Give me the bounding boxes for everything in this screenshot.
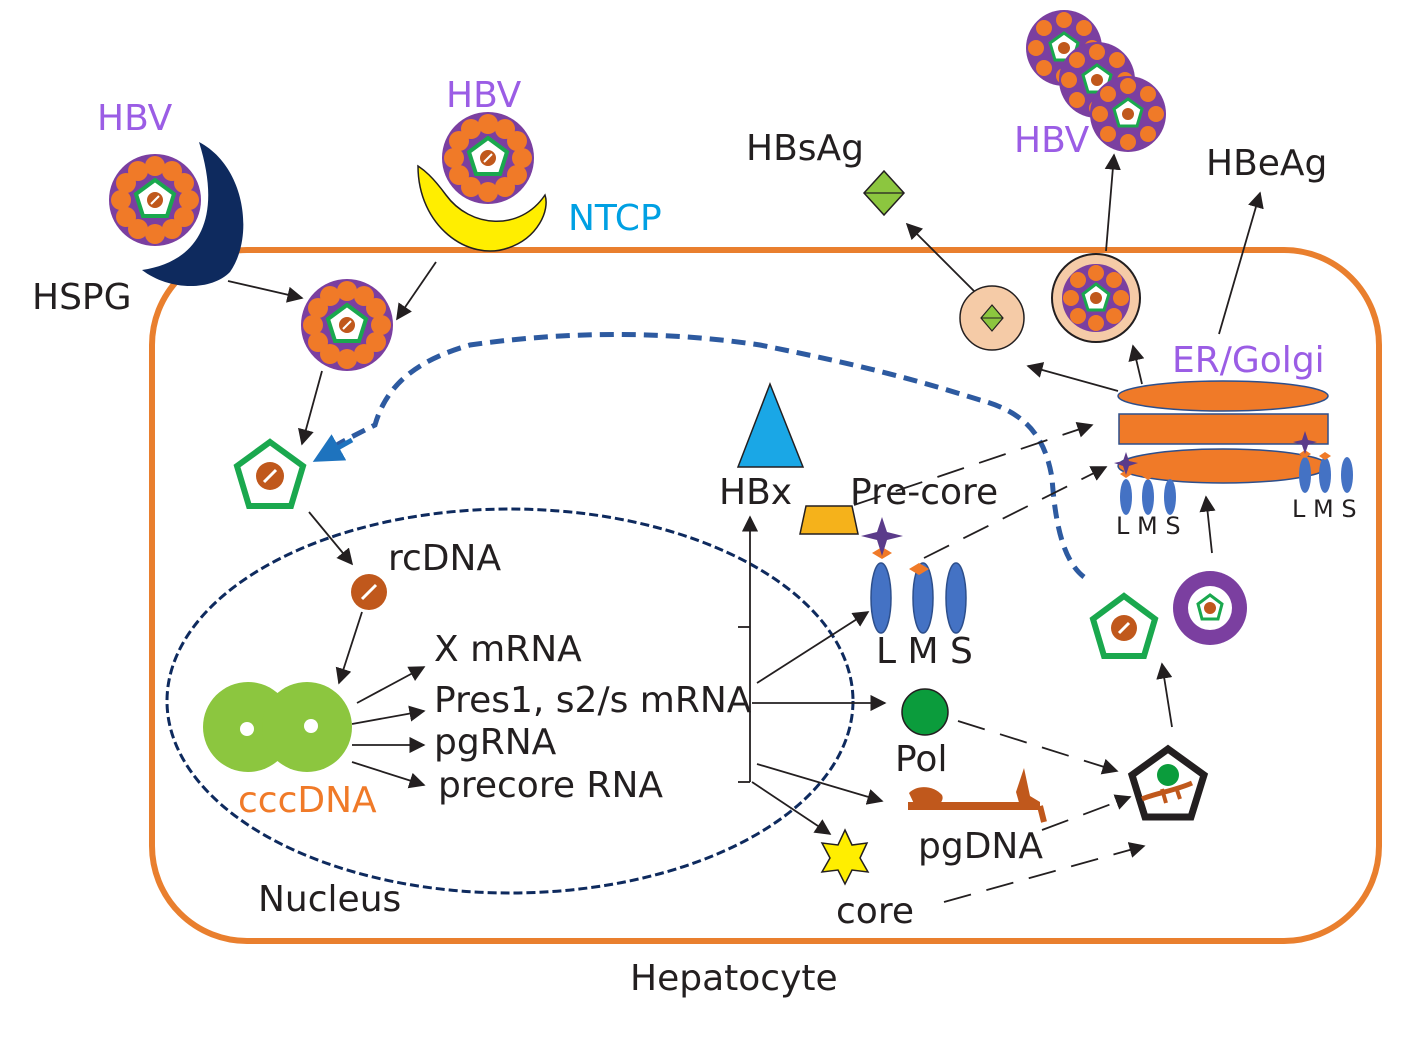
label-pgdna: pgDNA: [918, 826, 1043, 867]
label-core: core: [836, 891, 914, 932]
precore-trapezoid-icon: [799, 505, 859, 535]
hbv-virion-icon: [109, 154, 201, 246]
arrow-er-to-hbsag-vesicle: [1026, 362, 1119, 392]
rcdna-icon: [351, 574, 387, 610]
nucleocapsid-icon: [1089, 592, 1159, 659]
released-virions-icon: [1026, 10, 1166, 152]
envelope-protein-m: [912, 562, 934, 634]
hbsag-diamond-icon: [862, 169, 906, 217]
label-hbsag: HBsAg: [746, 128, 864, 169]
hbv-virion-icon: [301, 279, 393, 371]
virion-vesicle-icon: [1051, 253, 1141, 343]
arrow-ntcp-to-virion: [396, 261, 437, 321]
arrow-envelope-to-er: [1199, 495, 1216, 554]
recycling-path: [320, 332, 1086, 579]
label-pol: Pol: [895, 739, 947, 780]
arrow-virion-to-capsid: [298, 370, 323, 446]
arrow-hbeag-out: [1218, 191, 1264, 335]
enveloped-capsid-icon: [1173, 571, 1247, 645]
envelope-protein-l: [870, 562, 892, 634]
hspg-receptor: [142, 142, 244, 287]
envelope-protein-s: [945, 562, 967, 634]
arrow-to-pres-mrna: [351, 705, 426, 725]
label-lms-center: L M S: [876, 631, 973, 672]
label-pres-mrna: Pres1, s2/s mRNA: [434, 680, 752, 721]
envelope-proteins-golgi-left: [1114, 452, 1176, 515]
label-cccdna: cccDNA: [238, 780, 377, 821]
arrow-er-to-virion-vesicle: [1128, 344, 1145, 385]
er-golgi-stack-icon: [1117, 380, 1329, 484]
arrow-rcdna-to-cccdna: [335, 611, 363, 685]
recycling-arrowhead: [312, 434, 354, 462]
arrow-to-x-mrna: [356, 666, 426, 704]
envelope-proteins-golgi-right: [1293, 431, 1353, 493]
dash-pgdna-to-capsid: [1041, 794, 1132, 831]
assembled-capsid-icon: [1127, 744, 1209, 821]
label-hbv-right: HBV: [1014, 120, 1090, 161]
hbsag-vesicle-icon: [959, 285, 1025, 351]
arrow-capsid-to-rcdna: [308, 511, 354, 566]
label-lms-golgi-right: L M S: [1292, 495, 1357, 523]
label-hbv-left: HBV: [97, 98, 173, 139]
nucleocapsid-icon: [233, 438, 307, 509]
envelope-proteins-center: [861, 517, 967, 634]
label-er-golgi: ER/Golgi: [1172, 340, 1325, 381]
dash-pol-to-capsid: [957, 720, 1119, 775]
arrow-to-precore-rna: [351, 761, 426, 789]
label-pgrna: pgRNA: [434, 722, 557, 763]
dash-lms-to-er: [923, 466, 1108, 559]
polymerase-icon: [901, 688, 949, 736]
label-lms-golgi-left: L M S: [1116, 512, 1181, 540]
arrow-capsid-up: [1156, 662, 1173, 728]
nucleus-envelope: [165, 507, 855, 895]
arrow-hspg-to-virion: [227, 280, 304, 303]
label-hepatocyte: Hepatocyte: [630, 958, 838, 999]
label-x-mrna: X mRNA: [434, 629, 582, 670]
label-pre-core: Pre-core: [850, 472, 998, 513]
label-hbeag: HBeAg: [1206, 143, 1327, 184]
label-nucleus: Nucleus: [258, 879, 401, 920]
label-hbv-center: HBV: [446, 75, 522, 116]
myristoyl-star: [861, 517, 903, 556]
arrow-virion-vesicle-out: [1104, 153, 1121, 252]
pgdna-icon: [908, 768, 1047, 823]
label-hspg: HSPG: [32, 277, 132, 318]
hbv-virion-icon: [442, 112, 534, 204]
cccdna-icon: [203, 682, 352, 772]
core-star-icon: [820, 828, 870, 886]
arrow-to-pgdna: [756, 763, 884, 805]
ntcp-receptor: [417, 164, 547, 252]
pres2-diamond: [909, 563, 929, 575]
arrow-to-lms: [756, 611, 870, 684]
label-precore-rna: precore RNA: [438, 765, 663, 806]
label-ntcp: NTCP: [568, 198, 662, 239]
hepatocyte-membrane: [149, 247, 1382, 944]
label-rcdna: rcDNA: [388, 538, 501, 579]
hbx-triangle-icon: [736, 381, 805, 468]
dash-core-to-capsid: [943, 842, 1146, 903]
label-hbx: HBx: [719, 472, 792, 513]
arrow-to-core: [751, 781, 832, 835]
arrow-hbsag-vesicle-out: [905, 222, 975, 292]
